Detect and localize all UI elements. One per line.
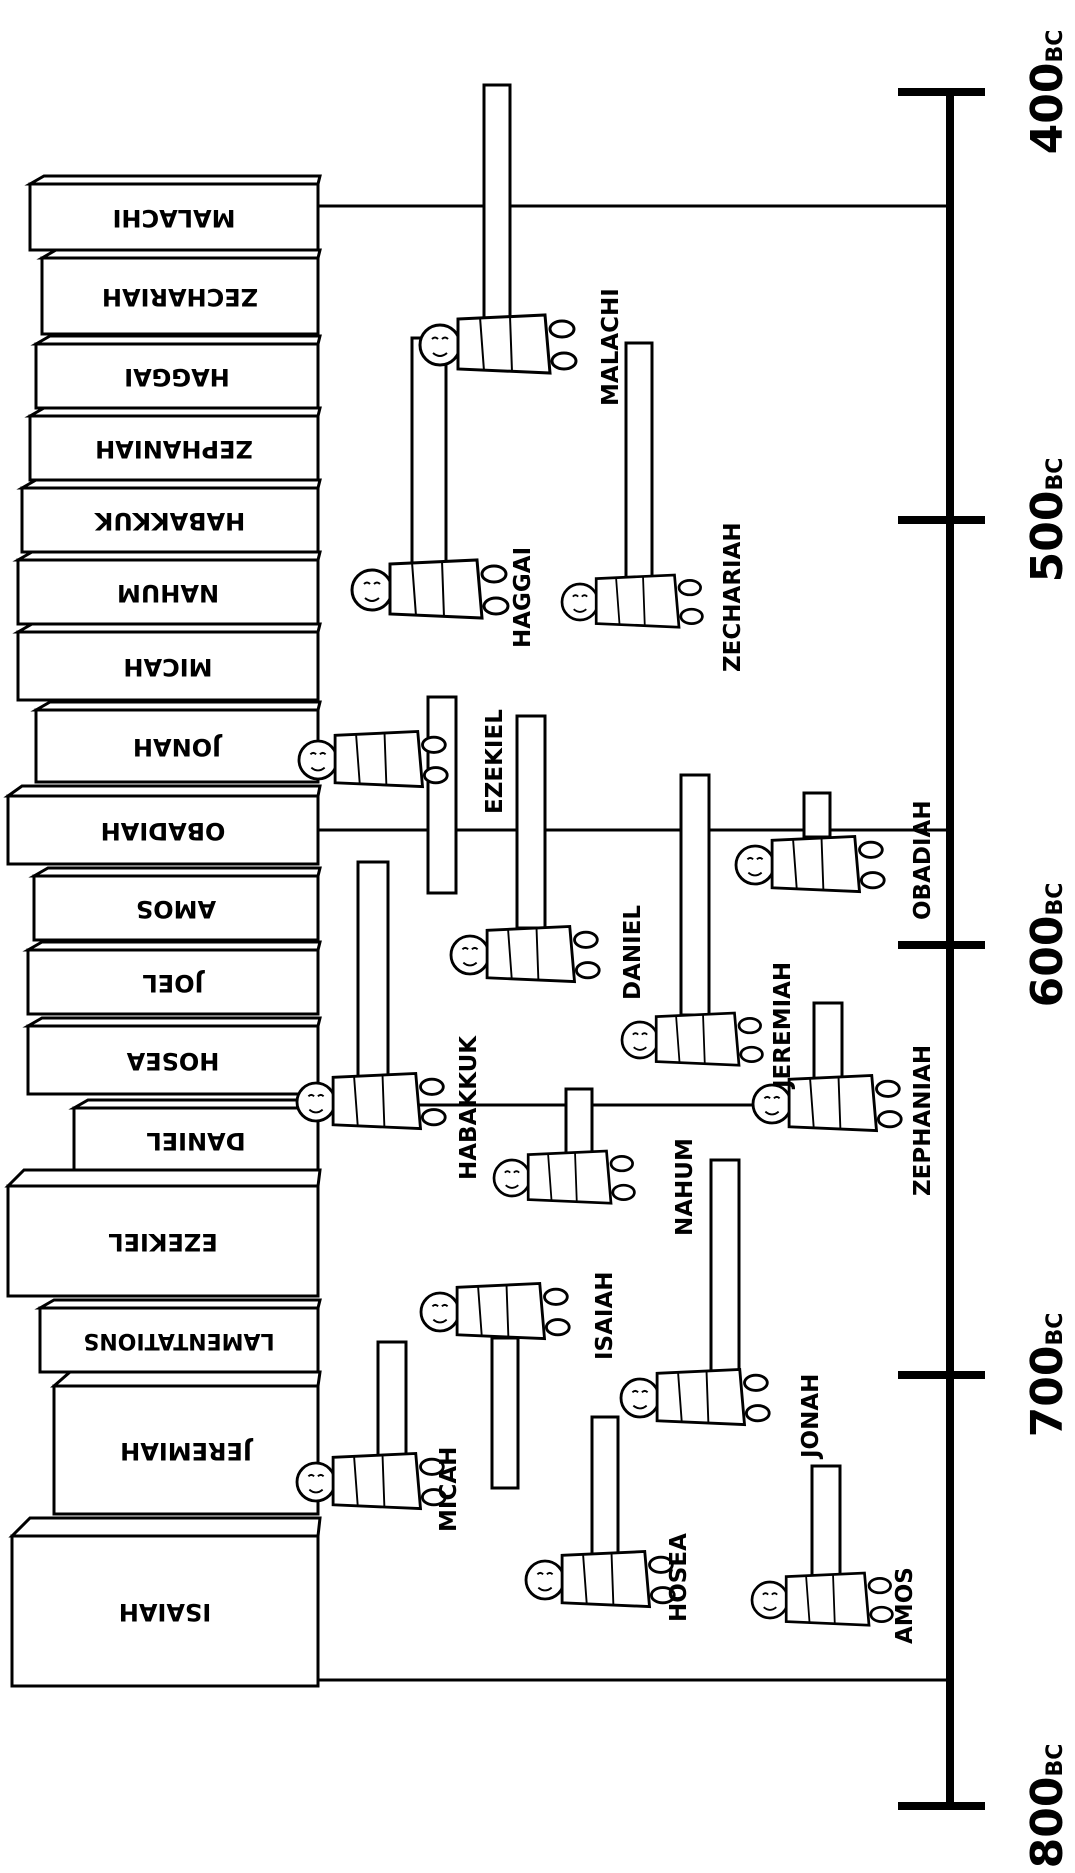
zechariah-bar [624,341,654,585]
zephaniah-bar [812,1001,844,1089]
prophet-label-zechariah: ZECHARIAH [720,522,746,672]
year-label-700: 700BC [1022,1313,1073,1438]
book-label: JEREMIAH [120,1437,254,1465]
book-label: EZEKIEL [108,1228,217,1256]
timeline-axis [898,88,985,1810]
malachi-figure [418,313,578,375]
prophet-labels: MALACHI HAGGAI ZECHARIAH EZEKIEL OBADIAH… [436,288,936,1644]
prophet-label-haggai: HAGGAI [510,547,536,648]
book-malachi: MALACHI [24,174,322,252]
book-ezekiel: EZEKIEL [4,1168,322,1298]
prophet-label-micah: MICAH [436,1447,462,1532]
obadiah-bar [802,791,832,839]
book-label: HOSEA [126,1047,219,1075]
obadiah-figure [734,835,886,894]
micah-bar [376,1340,408,1468]
daniel-bar [515,714,547,930]
prophet-label-habakkuk: HABAKKUK [456,1035,482,1180]
daniel-figure [449,925,601,984]
ezekiel-bar [426,695,458,895]
hosea-bar [590,1415,620,1569]
jeremiah-bar [679,773,711,1017]
prophet-label-jeremiah: JEREMIAH [770,962,796,1090]
book-joel: JOEL [22,940,322,1016]
habakkuk-bar [356,860,390,1092]
jeremiah-figure [620,1011,764,1067]
book-label: DANIEL [146,1127,245,1155]
amos-figure [750,1571,894,1627]
book-jonah: JONAH [30,700,322,784]
book-zechariah: ZECHARIAH [36,248,322,336]
book-zephaniah: ZEPHANIAH [24,406,322,482]
book-label: HABAKKUK [93,507,245,535]
hosea-figure [524,1550,676,1609]
prophet-label-amos: AMOS [892,1567,918,1644]
prophet-label-nahum: NAHUM [672,1138,698,1236]
book-label: HAGGAI [124,363,230,391]
book-amos: AMOS [28,866,322,942]
jonah-figure [619,1368,771,1427]
book-label: JOEL [142,969,205,997]
book-lamentations: LAMENTATIONS [34,1298,322,1374]
book-hosea: HOSEA [22,1016,322,1096]
book-jeremiah: JEREMIAH [50,1370,322,1516]
year-label-600: 600BC [1022,883,1073,1008]
isaiah-bar [490,1336,520,1490]
prophet-label-malachi: MALACHI [598,288,624,406]
book-label: NAHUM [117,579,219,607]
prophet-label-ezekiel: EZEKIEL [482,709,508,814]
nahum-figure [492,1149,636,1205]
book-stack: MALACHI ZECHARIAH HAGGAI ZEPHANIAH HABAK… [3,174,322,1688]
haggai-bar [410,336,448,570]
book-habakkuk: HABAKKUK [16,478,322,554]
ezekiel-figure [297,730,449,789]
prophet-label-daniel: DANIEL [620,905,646,1000]
prophet-label-obadiah: OBADIAH [910,800,936,920]
book-label: ZECHARIAH [102,283,258,311]
book-daniel: DANIEL [68,1098,322,1174]
malachi-bar [482,83,512,337]
jonah-bar [709,1158,741,1396]
book-obadiah: OBADIAH [3,784,322,866]
book-haggai: HAGGAI [30,334,322,410]
year-label-800: 800BC [1022,1744,1073,1868]
book-label: ZEPHANIAH [95,435,253,463]
isaiah-figure [419,1282,571,1341]
prophet-label-isaiah: ISAIAH [592,1271,618,1360]
prophet-label-jonah: JONAH [798,1374,824,1460]
book-nahum: NAHUM [12,550,322,626]
year-label-400: 400BC [1022,30,1073,155]
book-micah: MICAH [12,622,322,702]
year-label-500: 500BC [1022,458,1073,583]
zechariah-figure [560,573,704,629]
prophet-bars [356,83,844,1598]
book-isaiah: ISAIAH [8,1516,322,1688]
book-label: JONAH [133,733,223,761]
book-label: ISAIAH [119,1598,211,1626]
book-label: OBADIAH [101,817,226,845]
year-labels: 400BC 500BC 600BC 700BC 800BC [1022,30,1073,1869]
book-label: AMOS [136,895,216,923]
prophet-label-zephaniah: ZEPHANIAH [910,1045,936,1196]
book-label: LAMENTATIONS [83,1328,274,1353]
book-label: MICAH [123,653,212,681]
prophet-label-hosea: HOSEA [666,1533,692,1622]
haggai-figure [350,558,510,620]
book-label: MALACHI [113,204,236,232]
